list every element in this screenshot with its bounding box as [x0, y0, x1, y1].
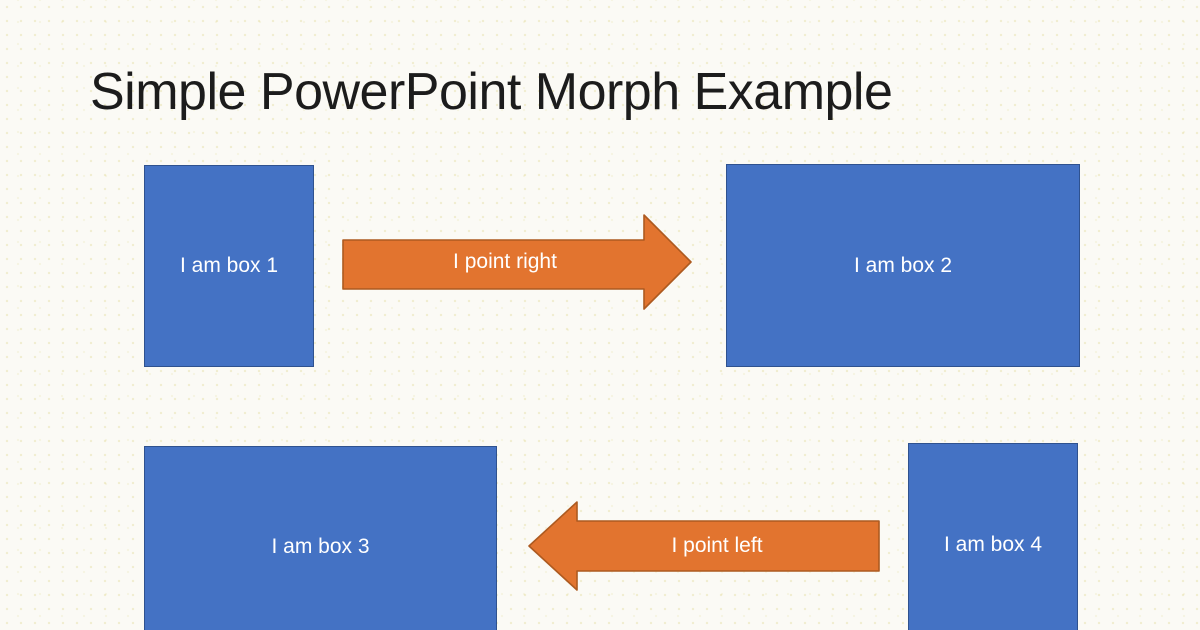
slide-title: Simple PowerPoint Morph Example	[90, 63, 893, 121]
left-arrow-icon	[528, 501, 880, 591]
box-4-label: I am box 4	[943, 532, 1043, 556]
right-arrow-icon	[342, 214, 692, 310]
shape-box-2: I am box 2	[726, 164, 1080, 367]
shape-arrow-left: I point left	[528, 501, 880, 591]
arrow-left-label: I point left	[671, 534, 763, 557]
arrow-right-label-wrap: I point right	[342, 214, 692, 310]
shape-box-1: I am box 1	[144, 165, 314, 367]
box-1-label: I am box 1	[179, 254, 279, 277]
arrow-right-label: I point right	[453, 250, 557, 273]
box-3-label: I am box 3	[271, 535, 370, 558]
box-2-label: I am box 2	[853, 253, 953, 277]
shape-box-3: I am box 3	[144, 446, 497, 630]
shape-arrow-right: I point right	[342, 214, 692, 310]
arrow-left-label-wrap: I point left	[528, 501, 880, 591]
shape-box-4: I am box 4	[908, 443, 1078, 630]
